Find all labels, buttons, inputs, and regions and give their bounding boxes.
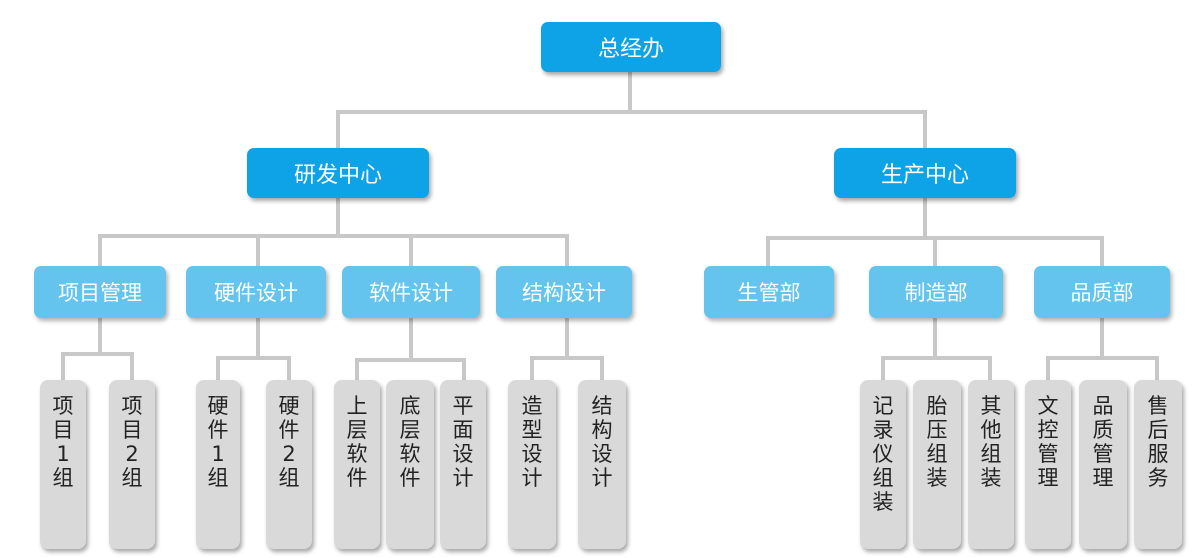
team-label: 上层软件: [346, 394, 368, 490]
dept-production-management: 生管部: [704, 266, 834, 318]
dept-hardware-design: 硬件设计: [186, 266, 326, 318]
team-node: 造型设计: [508, 380, 556, 549]
team-label: 结构设计: [591, 394, 613, 490]
center-rd: 研发中心: [247, 148, 429, 198]
team-label: 胎压组装: [926, 394, 948, 490]
team-label: 售后服务: [1147, 394, 1169, 490]
dept-structure-design: 结构设计: [496, 266, 632, 318]
dept-project-management: 项目管理: [34, 266, 166, 318]
team-node: 胎压组装: [913, 380, 961, 549]
dept-manufacturing: 制造部: [869, 266, 1003, 318]
team-node: 品质管理: [1079, 380, 1127, 549]
team-label: 底层软件: [399, 394, 421, 490]
team-node: 上层软件: [334, 380, 380, 549]
dept-software-design: 软件设计: [342, 266, 480, 318]
team-label: 文控管理: [1037, 394, 1059, 490]
team-node: 文控管理: [1025, 380, 1071, 549]
team-node: 底层软件: [386, 380, 434, 549]
team-label: 平面设计: [452, 394, 474, 490]
team-node: 记录仪组装: [860, 380, 906, 549]
center-production: 生产中心: [834, 148, 1016, 198]
team-node: 其他组装: [968, 380, 1014, 549]
dept-quality: 品质部: [1034, 266, 1170, 318]
team-label: 其他组装: [980, 394, 1002, 490]
team-label: 造型设计: [521, 394, 543, 490]
team-node: 结构设计: [578, 380, 626, 549]
root-node: 总经办: [541, 22, 721, 72]
team-label: 记录仪组装: [872, 394, 894, 514]
team-label: 品质管理: [1092, 394, 1114, 490]
team-node: 平面设计: [440, 380, 486, 549]
team-node: 售后服务: [1134, 380, 1182, 549]
